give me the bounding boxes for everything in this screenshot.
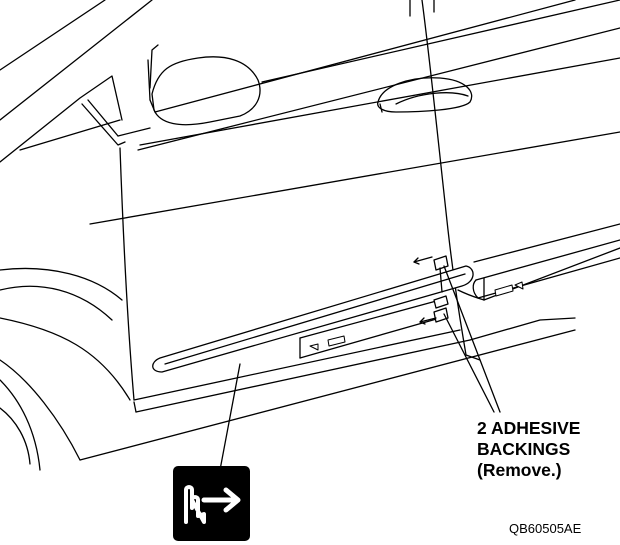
windshield-pillar: [0, 0, 153, 163]
figure-code: QB60505AE: [509, 521, 582, 536]
callout-line-1: 2 ADHESIVE: [477, 418, 581, 438]
door-rear-edge: [421, 0, 485, 361]
callout-line-2: BACKINGS: [477, 439, 571, 459]
rocker-panel: [0, 267, 576, 461]
adhesive-backings-callout: 2 ADHESIVE BACKINGS (Remove.): [477, 418, 580, 481]
door-handle: [377, 77, 473, 113]
rear-moulding-channel: [472, 239, 620, 299]
callout-leader-lines: [219, 265, 501, 471]
door-side-moulding: [152, 265, 474, 373]
direction-arrow-icon: [413, 256, 437, 325]
callout-line-3: (Remove.): [477, 460, 562, 480]
door-body-lines: [119, 147, 620, 413]
hand-press-arrow-icon: [173, 466, 250, 541]
channel-arrows: [309, 281, 524, 351]
door-frame: [89, 0, 620, 225]
wheel-arch: [0, 379, 41, 471]
front-moulding-channel: [299, 299, 441, 359]
side-mirror: [117, 44, 261, 137]
